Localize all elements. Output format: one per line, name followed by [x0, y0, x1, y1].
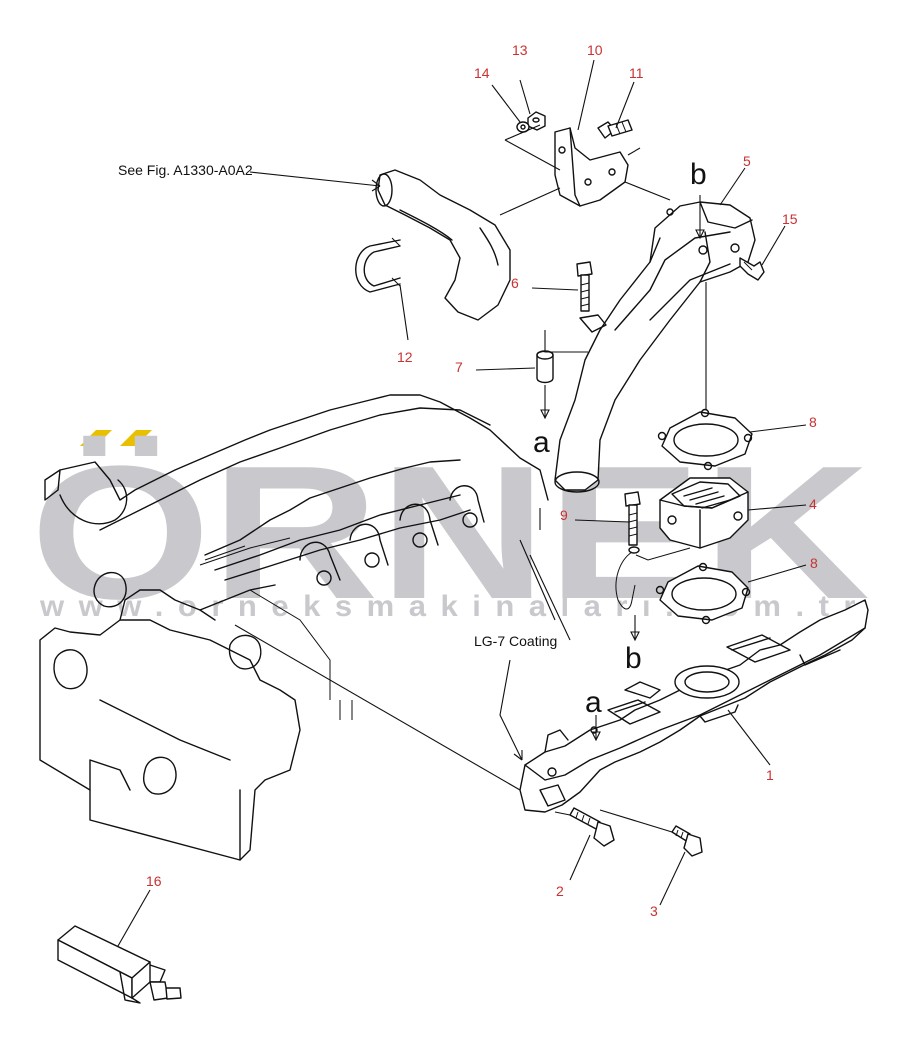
bolt-part15 [739, 257, 765, 281]
heater-wire [615, 546, 691, 610]
part-label-10: 10 [587, 42, 603, 58]
gasket-lower-part8 [655, 562, 751, 625]
mark-b-upper: b [690, 158, 707, 191]
exhaust-manifold-part1 [519, 599, 869, 813]
engine-block [39, 394, 549, 861]
coating-label: LG-7 Coating [474, 633, 557, 649]
mark-a-upper: a [533, 426, 550, 459]
nut-part13 [527, 111, 546, 131]
exhaust-pipe-reference [375, 169, 511, 321]
mark-b-lower: b [625, 642, 642, 675]
bolt-part3 [671, 825, 703, 857]
watermark-accent-2 [120, 430, 152, 446]
part-label-8-upper: 8 [809, 414, 817, 430]
part-label-7: 7 [455, 359, 463, 375]
part-label-12: 12 [397, 349, 413, 365]
part-label-11: 11 [629, 65, 644, 81]
u-bolt-part12 [355, 237, 401, 293]
watermark: ÖRNEK www.orneksmakinalari.com.tr [30, 427, 870, 639]
part-label-16: 16 [146, 873, 162, 889]
part-label-4: 4 [809, 496, 817, 512]
reference-labels: See Fig. A1330-A0A2 LG-7 Coating a a b b [118, 158, 707, 719]
part-label-8-lower: 8 [810, 555, 818, 571]
heater-part4 [659, 477, 749, 549]
see-fig-label: See Fig. A1330-A0A2 [118, 162, 253, 178]
watermark-accent-1 [80, 430, 112, 446]
part-label-6: 6 [511, 275, 519, 291]
leader-lines [117, 59, 807, 947]
part-label-3: 3 [650, 903, 658, 919]
bolt-part2 [569, 807, 615, 847]
part-label-14: 14 [474, 65, 490, 81]
exhaust-elbow-part5 [554, 201, 756, 493]
part-label-9: 9 [560, 507, 568, 523]
bracket-part10 [554, 127, 629, 207]
spacer-part7 [536, 350, 554, 384]
part-label-15: 15 [782, 211, 798, 227]
part-number-labels: 1 2 3 4 5 6 7 8 8 9 10 11 12 13 14 15 16 [146, 42, 818, 919]
bolt-part11 [597, 119, 633, 139]
part-label-13: 13 [512, 42, 528, 58]
part-label-1: 1 [766, 767, 774, 783]
part-label-2: 2 [556, 883, 564, 899]
tool-part16 [57, 925, 182, 1004]
part-label-5: 5 [743, 153, 751, 169]
bolt-part6 [576, 261, 593, 312]
mark-a-lower: a [585, 686, 602, 719]
gasket-upper-part8 [657, 408, 753, 471]
bolt-part9 [624, 491, 641, 546]
